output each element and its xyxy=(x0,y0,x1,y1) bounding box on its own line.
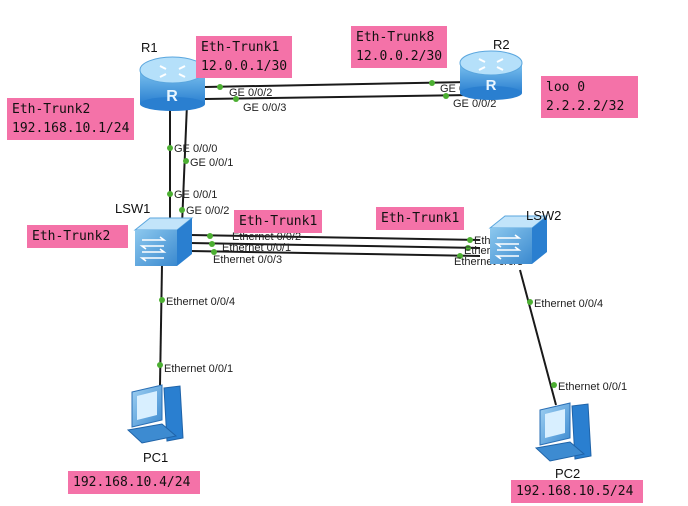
device-name-r1: R1 xyxy=(141,40,158,55)
label-lsw1-eth-trunk2: Eth-Trunk2 xyxy=(27,225,129,248)
port-label: GE 0/0/2 xyxy=(229,87,272,99)
port-dot xyxy=(527,299,533,305)
link-lsw1-lsw2-e002 xyxy=(189,234,481,241)
port-dot xyxy=(217,84,223,90)
device-name-pc2: PC2 xyxy=(555,466,581,481)
svg-text:R: R xyxy=(166,88,178,105)
switch-lsw2-icon[interactable] xyxy=(488,215,549,264)
label-pc1-ip: 192.168.10.4/24 xyxy=(68,471,201,494)
port-label: GE 0/0/0 xyxy=(174,143,217,155)
link-r1-r2-g003-g002 xyxy=(204,94,471,100)
port-dot xyxy=(429,80,435,86)
link-r1-lsw1-g001-g002 xyxy=(181,103,188,226)
device-name-r2: R2 xyxy=(493,37,510,52)
port-label: GE 0/0/3 xyxy=(243,102,286,114)
device-name-pc1: PC1 xyxy=(143,450,169,465)
port-dot xyxy=(467,237,473,243)
port-dot xyxy=(167,145,173,151)
router-r1-icon[interactable]: R xyxy=(139,56,206,111)
pc2-icon[interactable] xyxy=(534,402,592,462)
port-dot xyxy=(207,233,213,239)
port-dot xyxy=(457,253,463,259)
link-lsw1-lsw2-e003 xyxy=(189,250,481,257)
svg-text:R: R xyxy=(486,77,497,94)
link-lsw1-lsw2-e001 xyxy=(189,242,481,249)
port-label: Ethernet 0/0/1 xyxy=(222,242,291,254)
port-label: GE 0/0/2 xyxy=(453,98,496,110)
port-dot xyxy=(233,96,239,102)
label-pc2-ip: 192.168.10.5/24 xyxy=(511,480,644,503)
port-dot xyxy=(443,93,449,99)
router-r2-icon[interactable]: R xyxy=(459,50,523,100)
port-dot xyxy=(157,362,163,368)
link-lsw2-pc2 xyxy=(519,269,557,406)
port-label: Ethernet 0/0/3 xyxy=(213,254,282,266)
port-label: Ethernet 0/0/1 xyxy=(164,363,233,375)
port-label: Ethernet 0/0/4 xyxy=(166,296,235,308)
port-dot xyxy=(551,382,557,388)
port-dot xyxy=(465,245,471,251)
device-name-lsw1: LSW1 xyxy=(115,201,151,216)
port-label: GE 0/0/2 xyxy=(186,205,229,217)
label-lsw2-eth-trunk1: Eth-Trunk1 xyxy=(376,207,465,230)
pc1-icon[interactable] xyxy=(126,384,184,444)
port-label: Ethernet 0/0/1 xyxy=(558,381,627,393)
port-label: Ethernet 0/0/4 xyxy=(534,298,603,310)
port-dot xyxy=(159,297,165,303)
port-label: GE 0/0/1 xyxy=(190,157,233,169)
port-label: GE 0/0/1 xyxy=(174,189,217,201)
switch-lsw1-icon[interactable] xyxy=(133,217,194,266)
link-r1-r2-g002-g003 xyxy=(204,81,471,88)
port-dot xyxy=(167,191,173,197)
port-dot xyxy=(209,241,215,247)
device-name-lsw2: LSW2 xyxy=(526,208,562,223)
port-dot xyxy=(183,158,189,164)
port-dot xyxy=(211,249,217,255)
port-dot xyxy=(179,207,185,213)
port-label: Ethernet 0/0/2 xyxy=(232,231,301,243)
label-lsw1-eth-trunk1: Eth-Trunk1 xyxy=(234,210,323,233)
